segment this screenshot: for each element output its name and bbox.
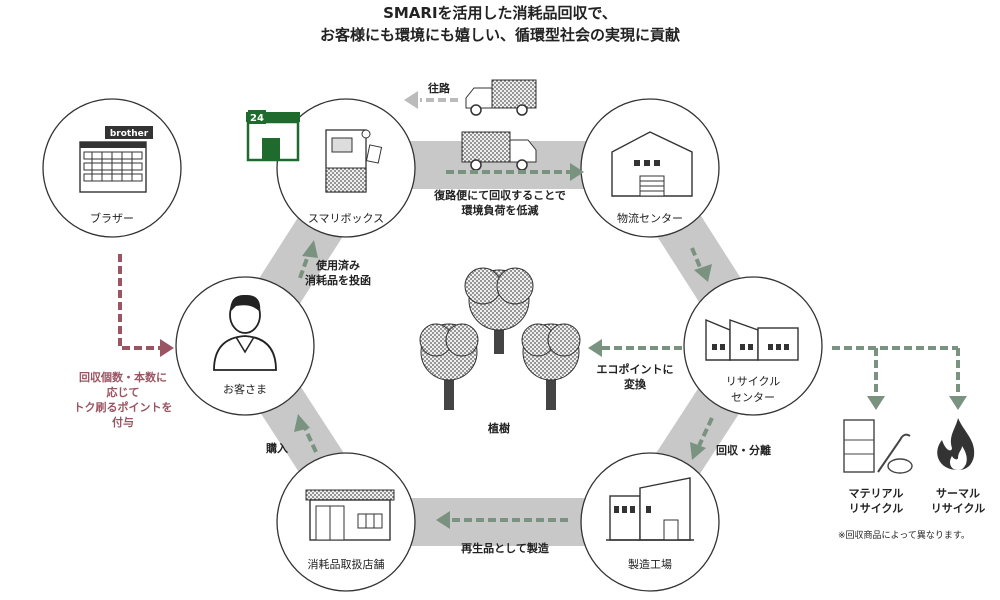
label-thermal-recycling: サーマル リサイクル	[930, 487, 986, 515]
node-brother: brother	[42, 98, 182, 238]
trees-icon	[419, 267, 581, 410]
outbound-arrow	[404, 91, 458, 109]
factory-icon	[606, 477, 694, 541]
arrowheads	[294, 163, 967, 529]
label-eco-point: エコポイントに 変換	[596, 363, 674, 391]
store-24-sign: 24	[250, 113, 264, 124]
arrow-collect	[696, 417, 714, 449]
brother-sign	[105, 126, 153, 139]
label-customer: お客さま	[223, 383, 267, 396]
label-recycle-center: リサイクル センター	[725, 375, 781, 404]
label-collect-separate: 回収・分離	[716, 444, 771, 457]
recycling-note: ※回収商品によって異なります。	[838, 531, 970, 541]
flow-arrows	[298, 170, 960, 522]
title-line-2: お客様にも環境にも嬉しい、循環型社会の実現に貢献	[319, 26, 680, 44]
label-brother: ブラザー	[90, 212, 134, 225]
fire-icon	[937, 418, 975, 470]
arrow-to-recycling	[832, 346, 960, 398]
node-logistics	[580, 98, 720, 238]
node-factory	[580, 452, 720, 592]
reward-arrow	[118, 254, 174, 357]
node-smaribox	[276, 98, 416, 238]
node-recycle	[683, 276, 823, 416]
label-purchase: 購入	[266, 442, 288, 455]
smari-box-icon	[325, 129, 383, 193]
person-icon	[213, 294, 277, 371]
label-factory: 製造工場	[628, 558, 672, 571]
truck-outbound-icon	[465, 79, 537, 116]
title-line-1: SMARIを活用した消耗品回収で、	[383, 4, 617, 22]
label-logistics: 物流センター	[617, 212, 683, 225]
truck-return-icon	[461, 131, 537, 171]
arrow-purchase	[302, 425, 318, 453]
label-material-recycling: マテリアル リサイクル	[848, 487, 904, 515]
material-recycling-icon	[843, 419, 913, 474]
warehouse-icon	[611, 131, 693, 197]
label-deposit: 使用済み 消耗品を投函	[305, 259, 371, 287]
label-smaribox: スマリボックス	[307, 212, 385, 225]
label-outbound: 往路	[428, 82, 450, 95]
shop-icon	[305, 489, 395, 541]
arrow-to-recycle	[690, 247, 704, 273]
recycle-factory-icon	[705, 318, 799, 361]
label-remanufacture: 再生品として製造	[461, 542, 549, 555]
convenience-store-icon: 24	[246, 110, 300, 162]
brother-logo-text: brother	[110, 129, 149, 139]
node-shop	[276, 452, 416, 592]
label-return-trip: 復路便にて回収することで 環境負荷を低減	[434, 189, 566, 217]
office-building-icon	[79, 141, 147, 193]
label-reward: 回収個数・本数に 応じて トク刷るポイントを 付与	[73, 371, 173, 429]
node-customer	[175, 276, 315, 416]
label-shop: 消耗品取扱店舗	[307, 558, 385, 571]
label-trees: 植樹	[488, 422, 510, 435]
